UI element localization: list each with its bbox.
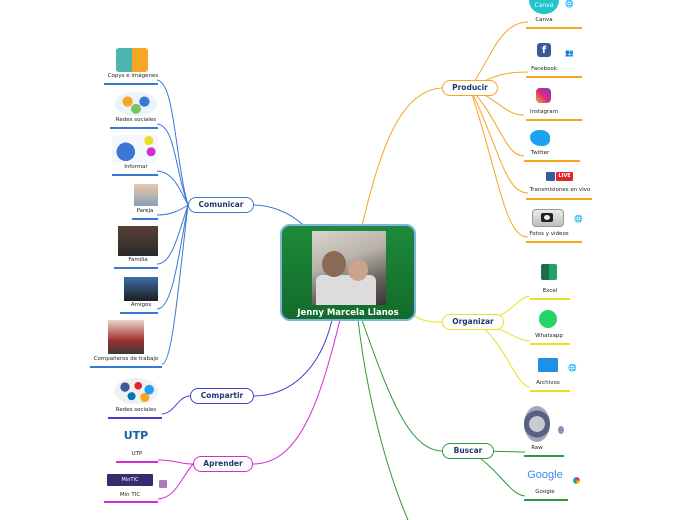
leaf-instagram[interactable]: Instagram (530, 109, 558, 115)
leaf-mintic[interactable]: Min TIC (119, 492, 141, 498)
link-bottom (357, 319, 409, 520)
leaf-compartir-redes-sociales[interactable]: Redes sociales (115, 407, 157, 413)
instagram-icon (536, 88, 551, 103)
leaf-transmisiones[interactable]: Transmisiones en vivo (529, 187, 591, 193)
central-node[interactable]: Jenny Marcela Llanos (280, 224, 416, 321)
leaf-copys-imagenes[interactable]: Copys e imágenes (107, 73, 159, 79)
leaf-twitter[interactable]: Twitter (530, 150, 550, 156)
link-organizar (413, 315, 443, 323)
social-network-icon (115, 92, 157, 116)
leaf-fotos-videos[interactable]: Fotos y videos (529, 231, 569, 237)
globe-icon-2: 🌐 (574, 215, 583, 223)
facebook-live-icon (546, 172, 555, 181)
coworkers-photo (108, 320, 144, 354)
social-media-icons (114, 378, 158, 404)
globe-icon-3: 🌐 (568, 364, 577, 372)
raw-seal-icon (524, 406, 550, 442)
whatsapp-icon (539, 310, 557, 328)
leaf-redes-sociales[interactable]: Redes sociales (115, 117, 157, 123)
people-icon: 👥 (565, 49, 574, 57)
leaf-amigos[interactable]: Amigos (130, 302, 152, 308)
raw-small-icon (558, 426, 564, 434)
couple-photo (134, 184, 158, 206)
leaf-familia[interactable]: Familia (128, 257, 148, 263)
link-compartir (252, 319, 333, 397)
globe-icon: 🌐 (565, 0, 574, 8)
folder-icon (538, 358, 558, 372)
canva-icon: Canva (529, 0, 559, 14)
topic-producir[interactable]: Producir (442, 80, 498, 96)
twitter-icon (530, 130, 550, 146)
leaf-utp[interactable]: UTP (131, 451, 143, 457)
leaf-whatsapp[interactable]: Whatsapp (535, 333, 563, 339)
leaf-raw[interactable]: Raw (531, 445, 543, 451)
google-logo: Google (527, 469, 563, 481)
camera-icon (532, 209, 564, 227)
leaf-companeros-trabajo[interactable]: Compañeros de trabajo (93, 356, 159, 362)
mintic-logo: MinTIC (107, 474, 153, 486)
facebook-icon: f (537, 43, 551, 57)
leaf-archivos[interactable]: Archivos (536, 380, 560, 386)
leaf-informar[interactable]: Informar (124, 164, 148, 170)
leaf-excel[interactable]: Excel (542, 288, 558, 294)
megaphone-icon (112, 135, 158, 163)
copys-images-icon (116, 48, 148, 72)
leaf-canva[interactable]: Canva (535, 17, 553, 23)
topic-compartir[interactable]: Compartir (190, 388, 254, 404)
link-icon (159, 480, 167, 488)
leaf-facebook[interactable]: Facebook (531, 66, 557, 72)
link-comunicar (252, 204, 305, 227)
topic-aprender[interactable]: Aprender (193, 456, 253, 472)
link-producir (361, 87, 443, 227)
google-g-icon (573, 477, 580, 484)
link-buscar (361, 319, 443, 452)
utp-logo: UTP (118, 428, 154, 448)
leaf-google[interactable]: Google (535, 489, 555, 495)
central-title: Jenny Marcela Llanos (297, 308, 399, 318)
excel-icon (541, 264, 557, 280)
profile-photo (312, 231, 386, 305)
link-aprender (252, 319, 341, 465)
family-photo (118, 226, 158, 256)
live-badge-icon: LIVE (556, 172, 573, 181)
topic-comunicar[interactable]: Comunicar (188, 197, 254, 213)
topic-buscar[interactable]: Buscar (442, 443, 494, 459)
leaf-pareja[interactable]: Pareja (136, 208, 154, 214)
topic-organizar[interactable]: Organizar (442, 314, 504, 330)
friends-photo (124, 277, 158, 301)
